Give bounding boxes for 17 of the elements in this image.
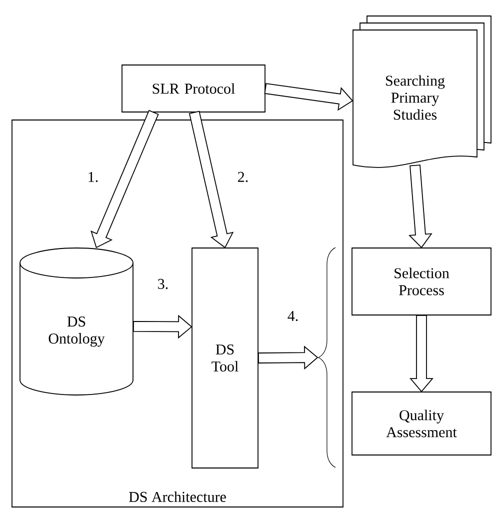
edge-label: 2. [236, 170, 250, 184]
edge-label: 1. [86, 170, 100, 184]
block-arrow [132, 314, 192, 339]
process-box: SLR Protocol [122, 64, 266, 112]
process-box: DS Tool [192, 248, 258, 468]
edge-label: 4. [286, 310, 300, 322]
edge-label: 3. [156, 278, 170, 290]
block-arrow [410, 315, 434, 392]
process-box: Selection Process [352, 248, 492, 316]
block-arrow [408, 164, 432, 248]
brace [318, 247, 336, 468]
block-arrow [264, 83, 354, 111]
database-cylinder: DS Ontology [20, 248, 134, 396]
process-box: Quality Assessment [352, 392, 492, 456]
node-label: Searching Primary Studies [386, 75, 445, 120]
block-arrow [258, 346, 318, 370]
document-stack: Searching Primary Studies [352, 16, 492, 168]
